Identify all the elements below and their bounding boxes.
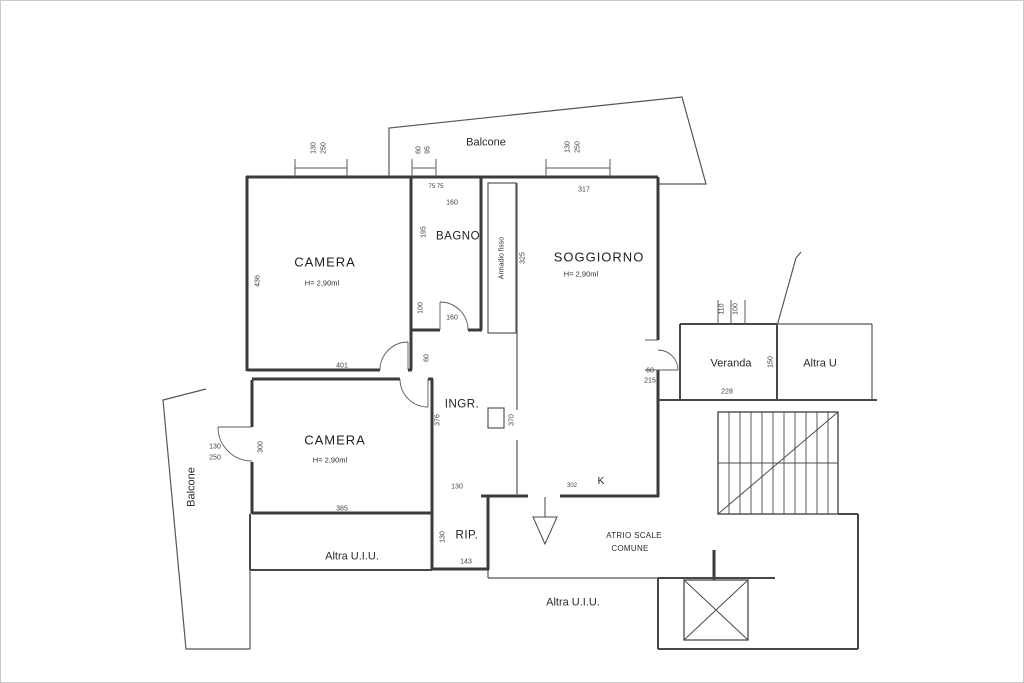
dim-veranda-right: 150 xyxy=(767,356,775,368)
dim-win1-width: 130 xyxy=(310,142,318,154)
dim-k-area: 302 xyxy=(566,483,578,489)
room-height-camera-2: H= 2,90ml xyxy=(312,455,348,465)
room-label-bagno: BAGNO xyxy=(435,230,481,243)
room-label-ripostiglio: RIP. xyxy=(455,529,479,542)
dim-bagno-left-upper: 195 xyxy=(420,226,428,238)
dim-camera1-bottom: 401 xyxy=(336,362,348,370)
room-height-soggiorno: H= 2,90ml xyxy=(563,269,599,279)
dim-hall-left: 376 xyxy=(434,414,442,426)
dim-camera2-bottom: 385 xyxy=(336,505,348,513)
dim-win3-width: 130 xyxy=(564,141,572,153)
dim-camera2-left: 300 xyxy=(257,441,265,453)
room-label-veranda: Veranda xyxy=(710,357,752,370)
dim-veranda-top-2: 100 xyxy=(732,303,740,315)
door-symbols xyxy=(217,301,679,462)
dim-veranda-bottom: 228 xyxy=(721,388,733,396)
room-label-cucina-k: K xyxy=(597,476,605,487)
leader-line xyxy=(776,251,802,327)
dim-rip-left: 130 xyxy=(439,531,447,543)
dim-rip-bottom: 143 xyxy=(460,558,472,566)
door-camera2 xyxy=(399,378,429,408)
room-label-camera-1: CAMERA xyxy=(294,254,356,270)
label-atrio-scale: ATRIO SCALE xyxy=(606,531,662,540)
balcony-left-outline xyxy=(162,388,251,650)
dim-hall-door: 60 xyxy=(423,354,431,362)
dim-door-right-height: 215 xyxy=(644,377,656,385)
dim-bagno-bottom: 160 xyxy=(446,314,458,322)
window-symbols xyxy=(294,159,746,371)
door-veranda xyxy=(657,349,679,371)
room-height-camera-1: H= 2,90ml xyxy=(304,278,340,288)
dim-win1-height: 250 xyxy=(320,142,328,154)
door-bagno xyxy=(439,301,469,331)
dim-bagno-top: 160 xyxy=(446,199,458,207)
dim-camera1-left: 436 xyxy=(254,275,262,287)
dim-ingresso-width: 130 xyxy=(451,483,463,491)
dim-hall-right: 370 xyxy=(508,414,516,426)
label-altra-uiu-right: Altra U xyxy=(803,357,837,370)
label-balcone-top: Balcone xyxy=(466,136,506,149)
entrance-door-symbol xyxy=(532,497,558,546)
door-camera1 xyxy=(379,341,409,371)
dim-soggiorno-left: 325 xyxy=(519,252,527,264)
walls-medium xyxy=(249,323,877,650)
closet-armadio-outline xyxy=(487,182,517,334)
dim-bagno-left-lower: 100 xyxy=(417,302,425,314)
hall-fixture xyxy=(487,407,505,429)
door-balcone-left xyxy=(217,426,253,462)
dim-win3-height: 250 xyxy=(574,141,582,153)
dim-door-left-width: 130 xyxy=(209,443,221,451)
label-balcone-left: Balcone xyxy=(185,467,198,507)
walls-thin xyxy=(162,96,873,650)
staircase xyxy=(717,411,839,515)
dim-bagno-small: 75 75 xyxy=(428,184,444,190)
dim-win2-width: 60 xyxy=(415,146,423,154)
label-armadio-fisso: Armadio fisso xyxy=(498,236,506,280)
dim-win2-height: 95 xyxy=(424,146,432,154)
label-altra-uiu-bottom: Altra U.I.U. xyxy=(546,596,600,609)
dim-door-right-width: 60 xyxy=(646,367,654,375)
dim-soggiorno-top: 317 xyxy=(578,186,590,194)
dim-veranda-top-1: 110 xyxy=(718,303,726,315)
walls-thick xyxy=(245,175,716,580)
balcony-top-outline xyxy=(388,96,707,185)
elevator xyxy=(683,579,749,641)
room-label-camera-2: CAMERA xyxy=(304,432,366,448)
label-altra-uiu-left: Altra U.I.U. xyxy=(325,550,379,563)
label-atrio-comune: COMUNE xyxy=(611,544,649,553)
dim-door-left-height: 250 xyxy=(209,454,221,462)
room-label-ingresso: INGR. xyxy=(444,398,480,411)
room-label-soggiorno: SOGGIORNO xyxy=(553,249,645,265)
